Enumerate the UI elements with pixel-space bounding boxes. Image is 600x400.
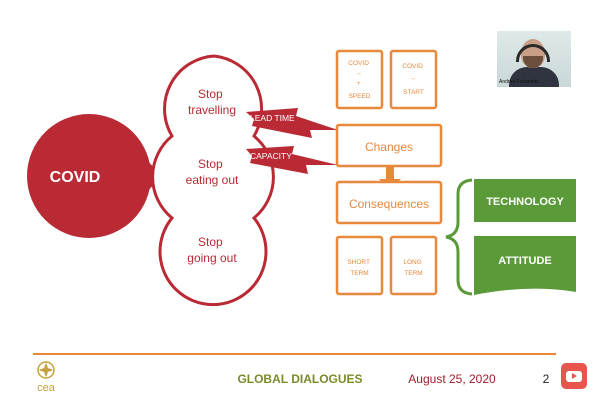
play-icon [571, 373, 577, 379]
covid-start-box [389, 49, 438, 110]
cea-logo-text: cea [37, 382, 56, 394]
stop-line: eating out [186, 173, 239, 187]
technology-label: TECHNOLOGY [486, 196, 564, 208]
stop-line: Stop [198, 87, 223, 101]
long-term-box [389, 235, 438, 296]
participant-body [509, 67, 559, 87]
attitude-box-tail [474, 279, 576, 295]
covid-speed-text: COVID → + SPEED [348, 60, 371, 100]
covid-speed-box [335, 49, 384, 110]
youtube-button[interactable] [561, 363, 587, 389]
changes-label: Changes [365, 140, 413, 154]
arrow-right-icon [120, 156, 162, 196]
capacity-label: CAPACITY [250, 151, 292, 161]
covid-start-text: COVID → START [402, 63, 424, 96]
stops-cluster [151, 54, 275, 307]
stop-going-label: Stop going out [187, 235, 237, 265]
attitude-box [474, 236, 576, 279]
stop-eating-label: Stop eating out [186, 157, 239, 187]
short-term-box [335, 235, 384, 296]
stop-travelling-label: Stop travelling [188, 87, 236, 117]
participant-video-tile[interactable]: Andrea Furlanetto [497, 31, 571, 87]
consequences-box [335, 180, 443, 225]
cea-leaf-logo-icon [37, 361, 55, 379]
stop-line: going out [187, 251, 237, 265]
lightning-bolt-lead-time [246, 108, 338, 138]
covid-circle [27, 114, 151, 238]
youtube-icon [566, 370, 582, 382]
left-brace-icon [445, 178, 473, 296]
participant-name: Andrea Furlanetto [499, 79, 540, 85]
stop-line: travelling [188, 103, 236, 117]
page-number: 2 [543, 372, 550, 386]
attitude-label: ATTITUDE [498, 255, 552, 267]
footer-date: August 25, 2020 [408, 372, 496, 386]
covid-circle-label: COVID [50, 169, 101, 186]
technology-box [474, 179, 576, 222]
lightning-bolt-capacity [246, 146, 338, 174]
lead-time-label: LEAD TIME [250, 113, 295, 123]
footer-brand: GLOBAL DIALOGUES [237, 372, 362, 386]
long-term-text: LONG TERM [403, 259, 423, 277]
short-term-text: SHORT TERM [347, 259, 371, 277]
consequences-label: Consequences [349, 197, 429, 211]
